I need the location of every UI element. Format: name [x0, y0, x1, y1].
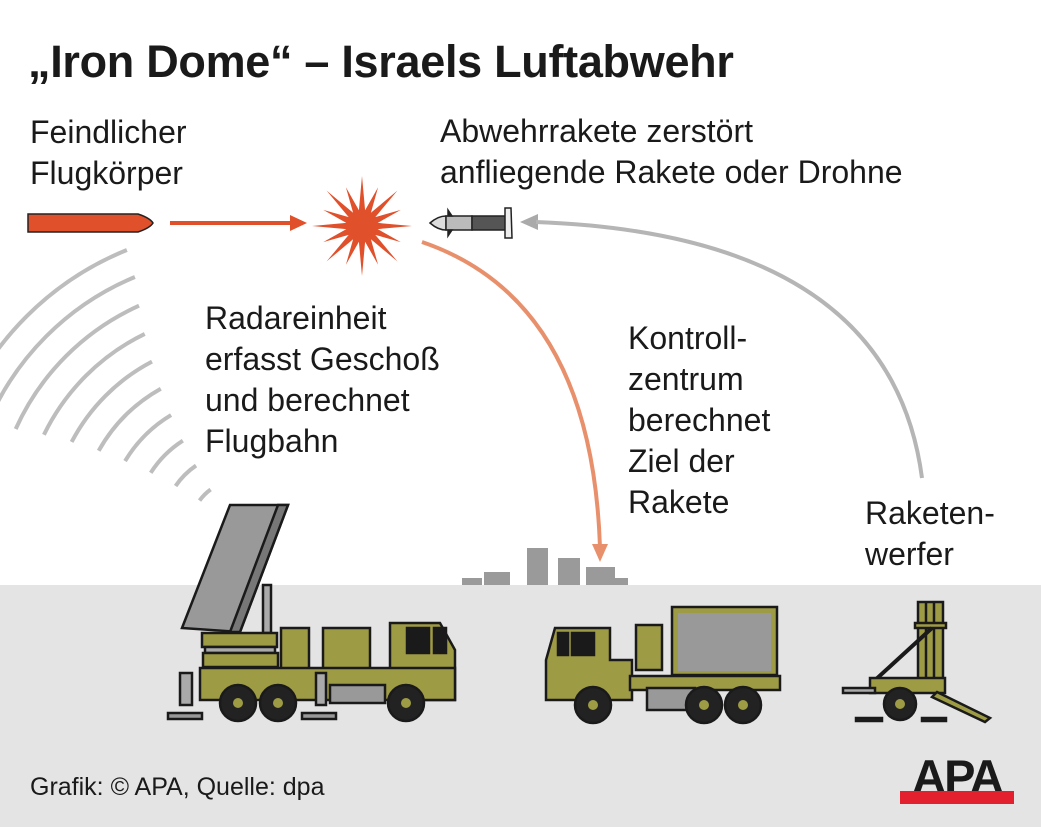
label-line: Raketen-: [865, 495, 995, 531]
arrowhead-icon: [520, 214, 538, 230]
label-radar: Radareinheit erfasst Geschoß und berechn…: [205, 298, 440, 462]
page-title: „Iron Dome“ – Israels Luftabwehr: [28, 36, 734, 87]
arrowhead-icon: [592, 544, 608, 562]
radar-wave-arc: [173, 463, 198, 488]
label-line: Flugbahn: [205, 423, 339, 459]
radar-wave-arc: [0, 248, 128, 351]
label-line: Feindlicher: [30, 114, 187, 150]
label-line: anfliegende Rakete oder Drohne: [440, 154, 903, 190]
radar-truck-icon: [166, 503, 457, 723]
label-line: werfer: [865, 536, 954, 572]
city-skyline: [462, 548, 628, 585]
label-line: Flugkörper: [30, 155, 183, 191]
radar-waves: [0, 248, 212, 502]
label-line: berechnet: [628, 402, 771, 438]
interceptor-missile-icon: [428, 207, 513, 239]
enemy-projectile-icon: [27, 213, 154, 233]
radar-wave-arc: [123, 413, 173, 463]
radar-wave-arc: [69, 359, 153, 443]
label-launcher: Raketen- werfer: [865, 493, 995, 575]
label-line: Abwehrrakete zerstört: [440, 113, 754, 149]
radar-wave-arc: [42, 332, 146, 436]
label-line: Ziel der: [628, 443, 735, 479]
ground-area: [0, 585, 1041, 827]
radar-wave-arc: [149, 439, 184, 474]
label-line: Rakete: [628, 484, 730, 520]
label-line: erfasst Geschoß: [205, 341, 440, 377]
apa-logo-bar: [900, 791, 1014, 804]
radar-wave-arc: [0, 275, 136, 403]
explosion-icon: [312, 176, 412, 276]
radar-wave-arc: [13, 303, 140, 430]
arrowhead-icon: [290, 215, 307, 231]
label-enemy: Feindlicher Flugkörper: [30, 112, 187, 194]
label-line: Radareinheit: [205, 300, 387, 336]
rocket-launcher-icon: [841, 600, 993, 724]
label-interceptor: Abwehrrakete zerstört anfliegende Rakete…: [440, 111, 903, 193]
source-credit: Grafik: © APA, Quelle: dpa: [30, 773, 325, 801]
control-center-truck-icon: [544, 605, 782, 725]
label-control: Kontroll- zentrum berechnet Ziel der Rak…: [628, 318, 770, 523]
apa-logo: APA: [900, 750, 1014, 805]
radar-wave-arc: [197, 487, 212, 502]
label-line: Kontroll-: [628, 320, 748, 356]
label-line: zentrum: [628, 361, 744, 397]
radar-wave-arc: [96, 386, 162, 452]
label-line: und berechnet: [205, 382, 410, 418]
